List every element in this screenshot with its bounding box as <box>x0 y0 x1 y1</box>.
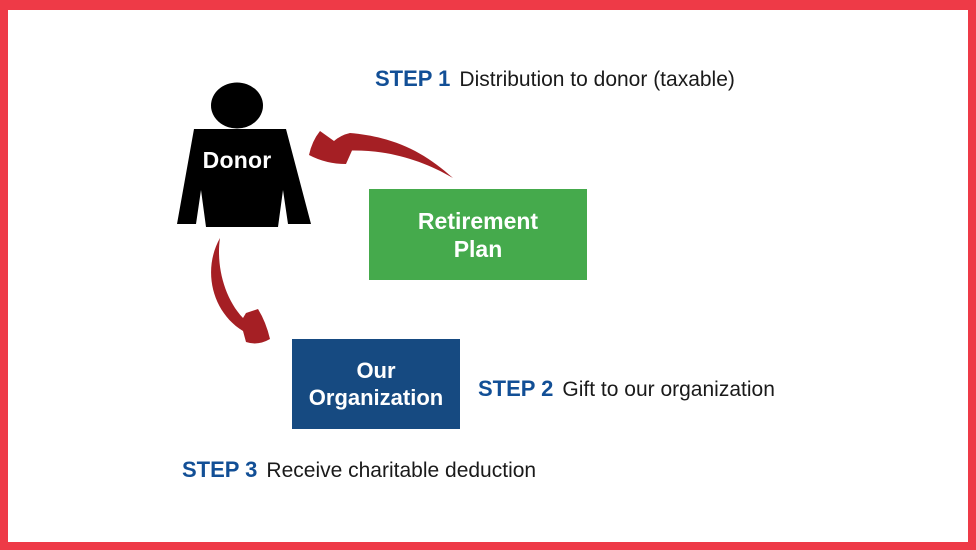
step-3-description: Receive charitable deduction <box>266 459 537 482</box>
step-1-description: Distribution to donor (taxable) <box>459 68 735 91</box>
step-1-label: STEP 1 <box>375 66 451 91</box>
donor-label: Donor <box>202 147 272 173</box>
arrow-plan-to-donor-icon <box>309 131 453 178</box>
retirement-plan-label-line2: Plan <box>453 235 503 262</box>
step-3-label: STEP 3 <box>182 457 258 482</box>
step-2-label: STEP 2 <box>478 376 554 401</box>
organization-box: Our Organization <box>292 339 460 429</box>
step-1: STEP 1 Distribution to donor (taxable) <box>375 66 735 92</box>
organization-label-line1: Our <box>356 358 396 383</box>
step-2-description: Gift to our organization <box>562 378 775 401</box>
step-2: STEP 2 Gift to our organization <box>478 376 775 402</box>
step-3: STEP 3 Receive charitable deduction <box>182 457 536 483</box>
arrow-donor-to-organization-icon <box>211 238 270 344</box>
retirement-plan-box: Retirement Plan <box>369 189 587 280</box>
retirement-plan-label-line1: Retirement <box>417 207 539 234</box>
organization-label-line2: Organization <box>308 385 444 410</box>
donor-person-icon <box>177 82 311 227</box>
